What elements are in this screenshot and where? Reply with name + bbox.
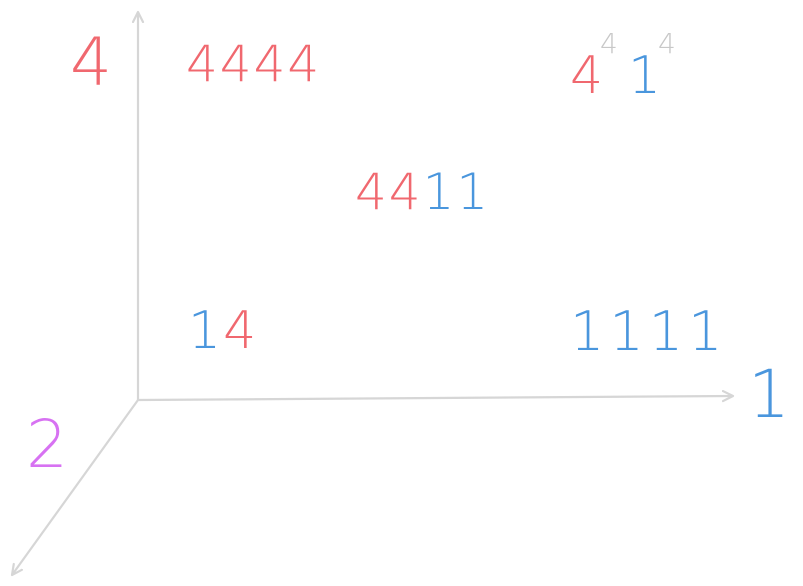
power-base-four: 4: [570, 46, 604, 106]
point-14-four: 4: [223, 301, 259, 361]
x-axis: [137, 396, 733, 400]
y-axis-label: 4: [70, 24, 112, 101]
power-exp-four: 4: [600, 27, 618, 60]
point-4411-label: 4411: [355, 167, 490, 217]
point-4444-label: 4444: [186, 35, 322, 93]
point-14-label: 14: [188, 305, 258, 357]
z-axis-label: 2: [26, 406, 68, 483]
point-1111-label: 1111: [570, 300, 728, 363]
power-exp-one: 4: [658, 27, 676, 60]
power-base-one: 1: [628, 46, 662, 106]
point-4411-ones: 11: [422, 163, 491, 221]
point-4411-fours: 44: [355, 163, 423, 221]
point-14-one: 1: [188, 301, 224, 361]
z-axis: [12, 399, 139, 575]
x-axis-label: 1: [748, 356, 790, 433]
